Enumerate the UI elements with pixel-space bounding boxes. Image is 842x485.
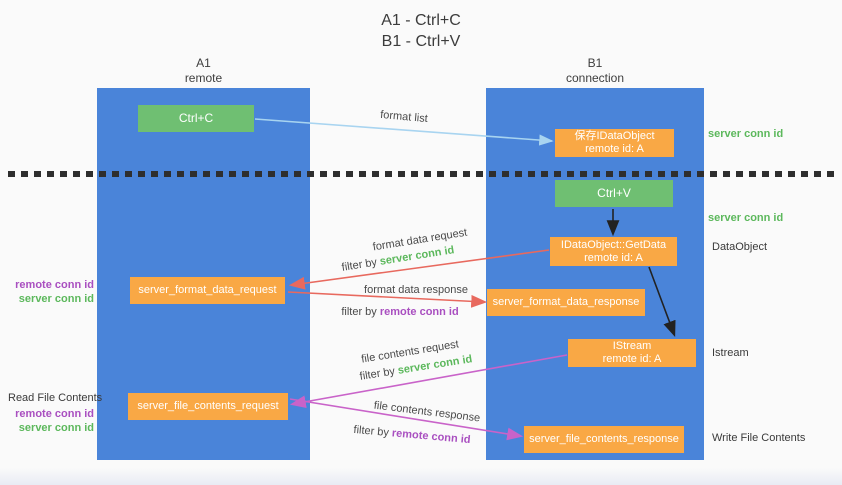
node-server-format-data-request-label: server_format_data_request: [138, 284, 277, 296]
file-contents-response-filter-label: filter by remote conn id: [353, 424, 471, 446]
node-ctrl-v: Ctrl+V: [555, 180, 673, 207]
node-server-file-contents-response-label: server_file_contents_response: [529, 433, 679, 445]
remote-conn-id-text: remote conn id: [391, 427, 471, 447]
filter-by-text: filter by: [353, 423, 393, 440]
write-file-contents-annotation: Write File Contents: [712, 432, 806, 444]
node-istream-line1: IStream: [612, 340, 652, 352]
node-server-file-contents-response: server_file_contents_response: [524, 426, 684, 453]
session-divider-dotted-line: [8, 171, 836, 177]
node-idataobject-getdata-line1: IDataObject::GetData: [560, 238, 667, 251]
node-istream: IStream remote id: A: [568, 339, 696, 367]
filter-by-text: filter by: [358, 364, 399, 383]
footer-strip: [0, 468, 842, 485]
node-server-format-data-response: server_format_data_response: [487, 289, 645, 316]
node-save-idataobject-line2: remote id: A: [585, 143, 644, 155]
lane-header-a1-role: remote: [184, 71, 223, 85]
title-line-1: A1 - Ctrl+C: [381, 12, 461, 29]
diagram-title: A1 - Ctrl+C B1 - Ctrl+V: [0, 10, 842, 52]
remote-conn-id-annotation-left-2: remote conn id: [15, 408, 94, 420]
format-list-label: format list: [379, 108, 429, 126]
node-server-format-data-request: server_format_data_request: [130, 277, 285, 304]
node-ctrl-c: Ctrl+C: [138, 105, 254, 132]
node-save-idataobject-line1: 保存IDataObject: [574, 130, 655, 142]
node-ctrl-c-label: Ctrl+C: [178, 111, 214, 125]
dataobject-annotation: DataObject: [712, 241, 768, 253]
title-line-2: B1 - Ctrl+V: [381, 33, 461, 50]
lane-header-b1-role: connection: [565, 71, 625, 85]
lane-header-a1: A1 remote: [97, 56, 310, 86]
server-conn-id-annotation-left-1: server conn id: [18, 293, 94, 305]
node-save-idataobject: 保存IDataObject remote id: A: [555, 129, 674, 157]
node-ctrl-v-label: Ctrl+V: [597, 186, 631, 200]
istream-annotation: Istream: [712, 347, 749, 359]
format-data-response-label: format data response: [364, 284, 468, 296]
filter-by-text: filter by: [341, 306, 380, 318]
server-conn-id-annotation-left-2: server conn id: [18, 422, 94, 434]
lane-header-a1-name: A1: [196, 56, 211, 70]
file-contents-response-label: file contents response: [373, 399, 481, 425]
remote-conn-id-annotation-left-1: remote conn id: [15, 279, 94, 291]
lane-header-b1-name: B1: [587, 56, 603, 70]
node-server-file-contents-request: server_file_contents_request: [128, 393, 288, 420]
remote-conn-id-text: remote conn id: [379, 306, 459, 318]
format-data-response-filter-label: filter by remote conn id: [341, 306, 458, 318]
node-server-file-contents-request-label: server_file_contents_request: [137, 400, 279, 412]
node-server-format-data-response-label: server_format_data_response: [492, 296, 640, 308]
node-idataobject-getdata: IDataObject::GetData remote id: A: [550, 237, 677, 266]
server-conn-id-annotation-mid: server conn id: [708, 212, 784, 224]
node-istream-line2: remote id: A: [602, 353, 662, 365]
lane-header-b1: B1 connection: [486, 56, 704, 86]
server-conn-id-annotation-top: server conn id: [708, 128, 784, 140]
node-idataobject-getdata-line2: remote id: A: [584, 251, 643, 264]
filter-by-text: filter by: [340, 255, 381, 274]
read-file-contents-annotation: Read File Contents: [8, 392, 103, 404]
